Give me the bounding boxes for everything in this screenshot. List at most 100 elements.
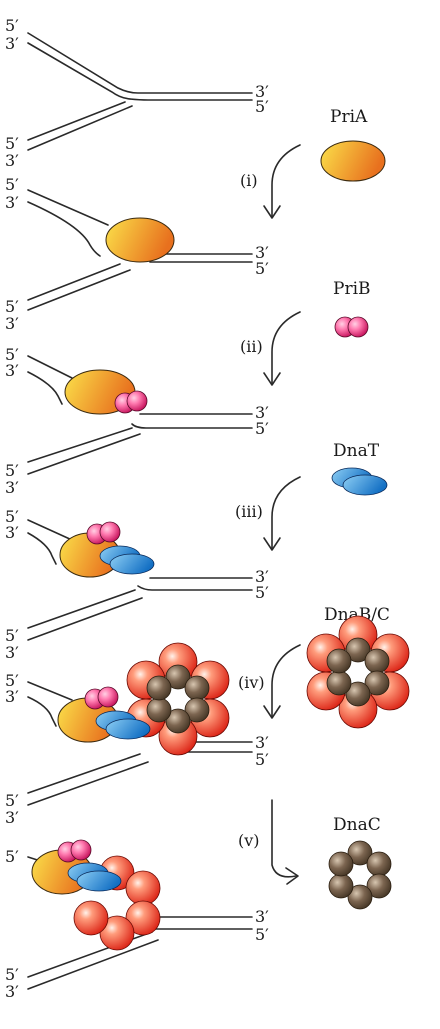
strand-end-3prime: 3′	[5, 193, 19, 212]
strand-end-3prime: 3′	[255, 82, 269, 101]
protein-label-dnab-c: DnaB/C	[324, 605, 390, 625]
dnac-subunit	[364, 670, 390, 696]
fork-pria-prib-dnat-bound: 5′ 3′ 3′ 5′ 5′ 3′	[5, 507, 269, 662]
step-iv: DnaB/C (iv)	[238, 605, 410, 729]
strand-end-3prime: 3′	[255, 567, 269, 586]
fork-pria-bound: 5′ 3′ 3′ 5′ 5′ 3′	[5, 175, 269, 333]
dnac-subunit	[366, 873, 392, 899]
strand-end-5prime: 5′	[5, 671, 19, 690]
dnab-subunit	[73, 900, 109, 936]
dnac-subunit	[146, 697, 172, 723]
step-label-iii: (iii)	[235, 502, 263, 521]
dnac-subunit	[345, 681, 371, 707]
dnac-subunit	[165, 664, 191, 690]
prib-subunit	[70, 839, 92, 861]
dnab-dnac-complex	[126, 642, 230, 756]
step-i: PriA (i)	[240, 107, 386, 219]
dnab-dnac-complex	[306, 615, 410, 729]
strand-end-5prime: 5′	[5, 847, 19, 866]
strand-end-3prime: 3′	[5, 34, 19, 53]
dnac-subunit	[326, 670, 352, 696]
dnab-subunit	[125, 870, 161, 906]
strand-end-5prime: 5′	[255, 925, 269, 944]
dnac-subunit	[364, 648, 390, 674]
dnac-subunit	[326, 648, 352, 674]
reaction-arrow	[271, 311, 301, 384]
dnac-subunit	[165, 708, 191, 734]
prib-subunit	[126, 390, 148, 412]
fork-primosome-loading: 5′ 3′ 3′ 5′ 5′ 3′	[5, 642, 269, 827]
strand-end-5prime: 5′	[5, 134, 19, 153]
strand-end-3prime: 3′	[5, 808, 19, 827]
dnac-subunit	[345, 637, 371, 663]
strand-end-5prime: 5′	[5, 175, 19, 194]
step-label-i: (i)	[240, 171, 258, 190]
pria-protein	[105, 217, 175, 263]
strand-end-3prime: 3′	[255, 733, 269, 752]
prib-subunit	[97, 686, 119, 708]
strand-end-3prime: 3′	[255, 403, 269, 422]
step-label-iv: (iv)	[238, 673, 265, 692]
protein-label-pria: PriA	[330, 107, 368, 127]
protein-label-dnat: DnaT	[333, 441, 380, 461]
strand-end-5prime: 5′	[5, 626, 19, 645]
dnac-subunit	[328, 873, 354, 899]
fork-bare: 5′ 3′ 3′ 5′ 5′ 3′	[5, 16, 269, 170]
reaction-arrow	[271, 144, 301, 217]
dnat-subunit	[105, 718, 151, 740]
dnac-subunit	[366, 851, 392, 877]
step-ii: PriB (ii)	[240, 279, 371, 386]
strand-end-5prime: 5′	[5, 345, 19, 364]
dnac-subunit	[184, 675, 210, 701]
strand-end-3prime: 3′	[5, 478, 19, 497]
strand-end-5prime: 5′	[5, 297, 19, 316]
strand-end-5prime: 5′	[5, 461, 19, 480]
strand-end-5prime: 5′	[5, 965, 19, 984]
dnac-subunit	[184, 697, 210, 723]
strand-end-3prime: 3′	[5, 643, 19, 662]
strand-end-5prime: 5′	[255, 97, 269, 116]
dnat-subunit	[109, 553, 155, 575]
step-label-ii: (ii)	[240, 337, 263, 356]
protein-label-dnac: DnaC	[333, 815, 381, 835]
protein-label-prib: PriB	[333, 279, 371, 299]
dnab-subunit	[99, 915, 135, 951]
strand-end-5prime: 5′	[255, 750, 269, 769]
dnat-subunit	[76, 870, 122, 892]
arrow-head	[263, 705, 281, 719]
fork-pria-prib-bound: 5′ 3′ 3′ 5′ 5′ 3′	[5, 345, 269, 497]
strand-end-5prime: 5′	[255, 583, 269, 602]
strand-end-3prime: 3′	[5, 687, 19, 706]
dnat-subunit	[342, 474, 388, 496]
strand-end-5prime: 5′	[5, 791, 19, 810]
strand-end-5prime: 5′	[255, 259, 269, 278]
strand-end-3prime: 3′	[5, 361, 19, 380]
dnac-ring	[328, 840, 392, 910]
prib-subunit	[99, 521, 121, 543]
strand-end-3prime: 3′	[5, 151, 19, 170]
step-label-v: (v)	[238, 831, 260, 850]
strand-end-3prime: 3′	[5, 314, 19, 333]
dnac-subunit	[347, 884, 373, 910]
prib-subunit	[347, 316, 369, 338]
fork-dnab-loaded: 5′ 3′ 5′ 5′ 3′	[5, 839, 269, 1001]
reaction-arrow	[271, 799, 297, 878]
step-v: DnaC (v)	[238, 799, 392, 910]
arrow-head	[263, 372, 281, 386]
strand-end-5prime: 5′	[255, 419, 269, 438]
reaction-arrow	[271, 476, 301, 549]
strand-end-3prime: 3′	[255, 907, 269, 926]
arrow-head	[263, 537, 281, 551]
strand-end-5prime: 5′	[5, 507, 19, 526]
arrow-head	[285, 867, 299, 885]
pria-protein	[320, 140, 386, 182]
strand-end-3prime: 3′	[5, 982, 19, 1001]
reaction-arrow	[271, 644, 301, 717]
strand-end-5prime: 5′	[5, 16, 19, 35]
dnac-subunit	[146, 675, 172, 701]
dnac-subunit	[347, 840, 373, 866]
dnab-subunit	[125, 900, 161, 936]
strand-end-3prime: 3′	[5, 523, 19, 542]
arrow-head	[263, 205, 281, 219]
